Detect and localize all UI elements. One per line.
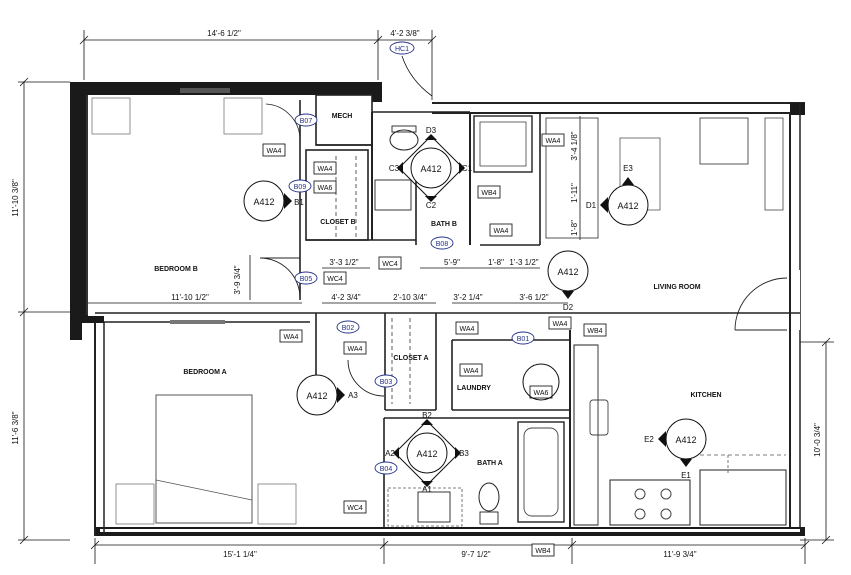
wall-tag: WC4 (347, 505, 363, 512)
dim-left-upper: 11'-10 3/8" (11, 179, 20, 217)
detail-ref-sheet: A412 (416, 449, 437, 459)
door-tag: B07 (300, 118, 313, 125)
wall-tag: WA4 (494, 228, 509, 235)
dim-bath-v1: 3'-4 1/8" (570, 131, 579, 160)
room-living-room: LIVING ROOM (653, 284, 700, 291)
wall-tag: WA4 (318, 166, 333, 173)
detail-marker-texts: A412 A412 A412 A412 A412 A412 A412 B1 A3… (253, 126, 696, 494)
detail-ref-sheet: A412 (617, 201, 638, 211)
wall-tag: WA4 (460, 326, 475, 333)
dim-bath-b-a: 1'-8" (488, 258, 504, 267)
room-kitchen: KITCHEN (690, 392, 721, 399)
wall-tag: WA4 (267, 148, 282, 155)
wall-tag: WA4 (348, 346, 363, 353)
wall-tag: WB4 (481, 190, 496, 197)
marker-d3: D3 (426, 126, 437, 135)
detail-ref-sheet: A412 (306, 391, 327, 401)
marker-d2: D2 (563, 303, 574, 312)
room-mech: MECH (332, 113, 353, 120)
room-closet-b: CLOSET B (320, 219, 355, 226)
dim-corridor: 4'-2 3/4" (331, 293, 360, 302)
dim-bottom-left: 15'-1 1/4" (223, 550, 257, 559)
wall-tag: WB4 (587, 328, 602, 335)
marker-a3: A3 (348, 391, 358, 400)
door-tags (288, 113, 535, 475)
wall-tag: WA6 (534, 390, 549, 397)
marker-e2: E2 (644, 435, 654, 444)
dim-bottom-right: 11'-9 3/4" (663, 550, 696, 559)
dim-closet-a: 2'-10 3/4" (393, 293, 427, 302)
marker-e3: E3 (623, 164, 633, 173)
dimension-texts: 14'-6 1/2" 4'-2 3/8" 15'-1 1/4" 9'-7 1/2… (11, 29, 822, 559)
door-tag: B09 (294, 184, 307, 191)
room-bath-b: BATH B (431, 221, 457, 228)
door-tag: B02 (342, 325, 355, 332)
dim-closet-b-depth: 3'-9 3/4" (233, 265, 242, 294)
wall-tag-texts: WA4 WA4 WA6 WC4 WC4 WB4 WA4 WA4 WA4 WA4 … (267, 138, 603, 555)
hc-tag-oval (389, 41, 415, 55)
wall-tag: WA4 (546, 138, 561, 145)
detail-ref-sheet: A412 (675, 435, 696, 445)
room-labels: BEDROOM B BEDROOM A CLOSET B CLOSET A BA… (154, 113, 721, 467)
detail-ref-sheet: A412 (420, 164, 441, 174)
room-bedroom-b: BEDROOM B (154, 266, 198, 273)
wall-tag: WA6 (318, 185, 333, 192)
detail-markers (243, 134, 707, 487)
dim-bath-b-b: 1'-3 1/2" (509, 258, 538, 267)
marker-c3: C3 (389, 164, 400, 173)
room-bath-a: BATH A (477, 460, 503, 467)
dim-closet-b-width: 3'-3 1/2" (329, 258, 358, 267)
dim-left-lower: 11'-6 3/8" (11, 411, 20, 444)
door-tag: B04 (380, 466, 393, 473)
wall-tag: WC4 (382, 261, 398, 268)
dim-laundry-a: 3'-2 1/4" (453, 293, 482, 302)
marker-b3: B3 (459, 449, 469, 458)
marker-c1: C1 (462, 164, 473, 173)
door-tag: B08 (436, 241, 449, 248)
room-laundry: LAUNDRY (457, 385, 491, 392)
marker-a2: A2 (385, 449, 395, 458)
dimension-lines (18, 30, 834, 564)
marker-e1: E1 (681, 471, 691, 480)
door-tag: B03 (380, 379, 393, 386)
dim-top-left: 14'-6 1/2" (207, 29, 241, 38)
detail-ref-sheet: A412 (557, 267, 578, 277)
marker-d1: D1 (586, 201, 597, 210)
detail-ref-sheet: A412 (253, 197, 274, 207)
dim-top-right: 4'-2 3/8" (390, 29, 419, 38)
wall-tag: WC4 (327, 276, 343, 283)
dim-right-lower: 10'-0 3/4" (813, 423, 822, 457)
walls (70, 82, 805, 536)
marker-b1: B1 (294, 198, 304, 207)
door-tag: B05 (300, 276, 313, 283)
dim-bath-v3: 1'-8" (570, 220, 579, 236)
wall-tag: WA4 (284, 334, 299, 341)
hc-tag: HC1 (395, 46, 409, 53)
wall-tags (262, 133, 607, 557)
wall-tag: WA4 (464, 368, 479, 375)
door-tag-texts: B07 B09 B05 B08 B02 B03 B01 B04 (294, 118, 530, 473)
marker-a1: A1 (422, 485, 432, 494)
door-tag: B01 (517, 336, 530, 343)
dim-bedroom-b-width: 11'-10 1/2" (171, 293, 209, 302)
dim-laundry-b: 3'-6 1/2" (519, 293, 548, 302)
dim-bath-b-width: 5'-9" (444, 258, 460, 267)
marker-c2: C2 (426, 201, 437, 210)
marker-b2: B2 (422, 411, 432, 420)
dim-bath-v2: 1'-11" (570, 183, 579, 203)
wall-tag: WA4 (553, 321, 568, 328)
room-closet-a: CLOSET A (393, 355, 428, 362)
room-bedroom-a: BEDROOM A (183, 369, 226, 376)
wall-tag: WB4 (535, 548, 550, 555)
dim-bottom-mid: 9'-7 1/2" (461, 550, 490, 559)
